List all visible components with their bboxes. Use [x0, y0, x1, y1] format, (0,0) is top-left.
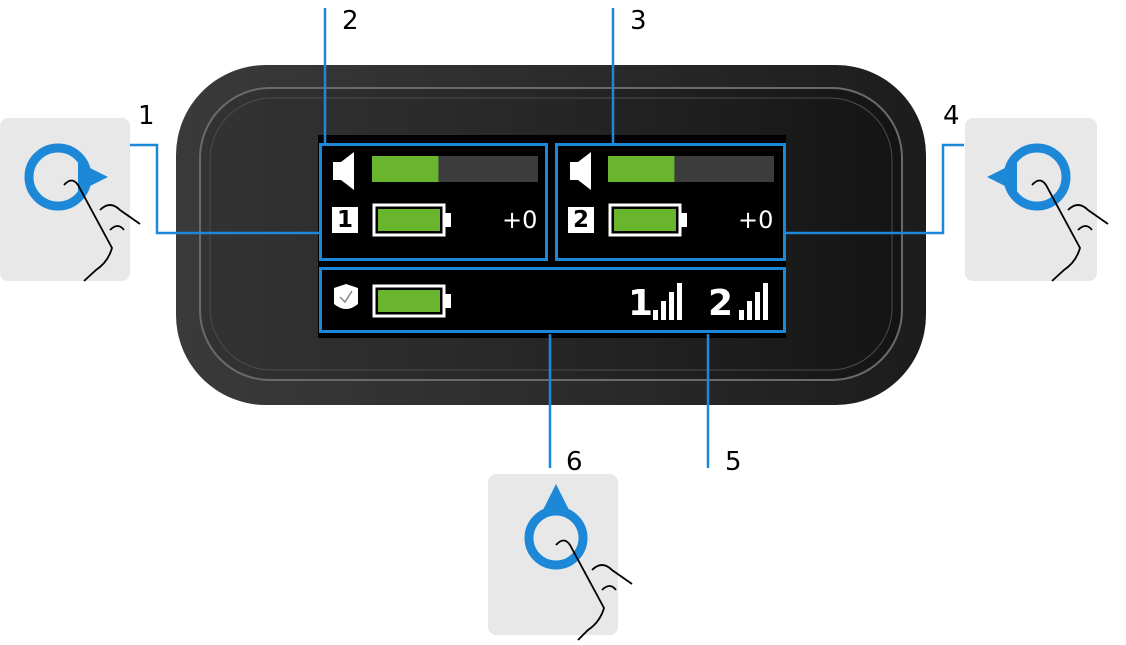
shield-check-icon	[334, 284, 358, 309]
battery-icon	[372, 284, 451, 318]
signal-bars-icon-1	[653, 283, 682, 320]
channel-1-gain: +0	[502, 206, 538, 234]
swipe-right-gesture-icon	[0, 118, 141, 282]
callout-lines	[130, 8, 964, 468]
callout-number-2: 2	[342, 6, 359, 36]
callout-number-1: 1	[138, 101, 155, 131]
rf-channel-2-label: 2	[708, 283, 734, 324]
speaker-icon	[570, 152, 591, 190]
callout-line-4	[784, 143, 964, 235]
signal-bars-icon-2	[739, 283, 768, 320]
callout-line-1	[130, 143, 320, 235]
receiver-status-panel	[319, 267, 786, 333]
rf-channel-1-label: 1	[628, 283, 654, 324]
channel-2-gain: +0	[738, 206, 774, 234]
channel-1-number: 1	[332, 207, 358, 233]
channel-2-number: 2	[568, 207, 594, 233]
swipe-up-gesture-icon	[488, 474, 633, 641]
channel-1-panel	[319, 143, 548, 261]
speaker-icon	[333, 152, 354, 190]
callout-number-6: 6	[566, 447, 583, 477]
battery-icon	[372, 203, 451, 237]
channel-2-panel	[555, 143, 786, 261]
battery-icon	[608, 203, 687, 237]
callout-number-4: 4	[943, 101, 960, 131]
volume-level-bar	[372, 156, 439, 182]
swipe-left-gesture-icon	[965, 118, 1109, 282]
callout-number-3: 3	[630, 6, 647, 36]
volume-level-bar	[608, 156, 675, 182]
callout-number-5: 5	[725, 447, 742, 477]
